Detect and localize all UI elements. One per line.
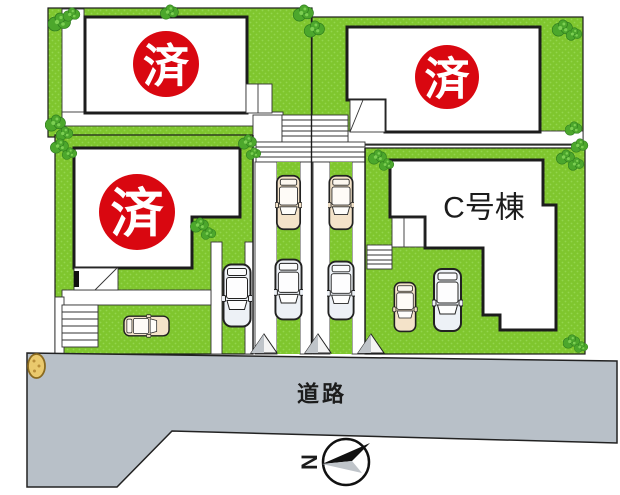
stairs-icon	[255, 114, 366, 163]
car-icon	[274, 258, 303, 321]
sold-stamp-label: 済	[424, 54, 470, 105]
lot-boundaries	[252, 8, 366, 353]
car-icon	[123, 313, 170, 339]
sold-stamp: 済	[415, 45, 479, 109]
lot-top-left	[47, 7, 313, 138]
sold-stamp: 済	[99, 174, 175, 250]
porch-building-c	[391, 217, 425, 248]
car-icon	[328, 174, 354, 231]
car-icon	[392, 281, 418, 333]
building-c-label: C号棟	[443, 192, 525, 225]
north-arrow-icon: N	[297, 437, 371, 487]
sold-stamp-label: 済	[111, 185, 165, 244]
porch-top-right	[349, 99, 386, 133]
car-icon	[432, 267, 463, 333]
building-c	[388, 158, 558, 332]
car-icon	[327, 260, 355, 321]
sold-stamp: 済	[133, 31, 199, 97]
porch-middle-left	[73, 267, 119, 291]
road-label: 道路	[297, 382, 347, 407]
stairs-icon	[61, 304, 99, 348]
manhole-icon	[27, 353, 46, 379]
central-stairway	[252, 114, 366, 163]
stairs-icon	[366, 244, 393, 270]
sold-stamp-label: 済	[143, 40, 190, 92]
car-icon	[222, 263, 252, 328]
north-arrow-letter: N	[297, 454, 322, 470]
curb-ramp	[250, 333, 385, 354]
porch-top-left	[245, 83, 273, 114]
car-icon	[275, 174, 302, 231]
road: 道路	[26, 352, 618, 488]
